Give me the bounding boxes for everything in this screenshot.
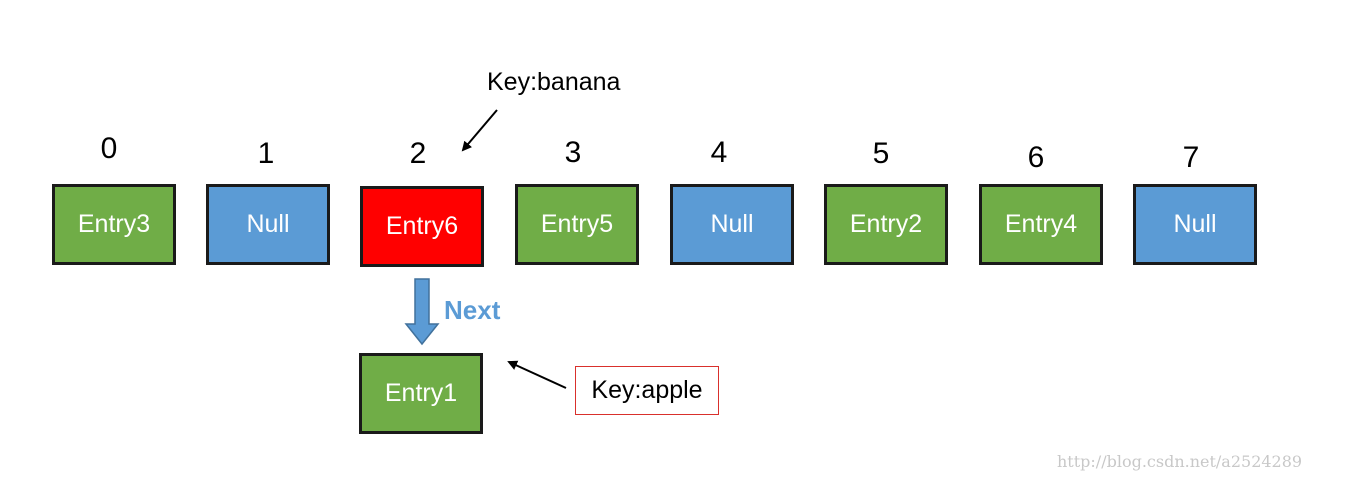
- bucket-slot-2: Entry6: [360, 186, 484, 267]
- bucket-index-0: 0: [100, 132, 118, 165]
- banana-pointer-arrow: [461, 109, 498, 152]
- next-down-arrow: [404, 278, 440, 346]
- bucket-slot-7: Null: [1133, 184, 1257, 265]
- bucket-index-1: 1: [257, 137, 275, 170]
- bucket-slot-5: Entry2: [824, 184, 948, 265]
- bucket-index-4: 4: [710, 136, 728, 169]
- bucket-slot-6: Entry4: [979, 184, 1103, 265]
- watermark-text: http://blog.csdn.net/a2524289: [1057, 452, 1303, 471]
- next-label: Next: [444, 295, 501, 325]
- bucket-index-2: 2: [409, 137, 427, 170]
- bucket-index-5: 5: [872, 137, 890, 170]
- bucket-slot-4: Null: [670, 184, 794, 265]
- key-banana-label: Key:banana: [487, 68, 621, 96]
- bucket-index-7: 7: [1182, 141, 1200, 174]
- bucket-slot-0: Entry3: [52, 184, 176, 265]
- bucket-slot-1: Null: [206, 184, 330, 265]
- bucket-slot-3: Entry5: [515, 184, 639, 265]
- bucket-index-3: 3: [564, 136, 582, 169]
- bucket-index-6: 6: [1027, 141, 1045, 174]
- chain-entry-slot: Entry1: [359, 353, 483, 434]
- key-apple-box: Key:apple: [575, 366, 719, 415]
- apple-pointer-arrow: [507, 360, 567, 389]
